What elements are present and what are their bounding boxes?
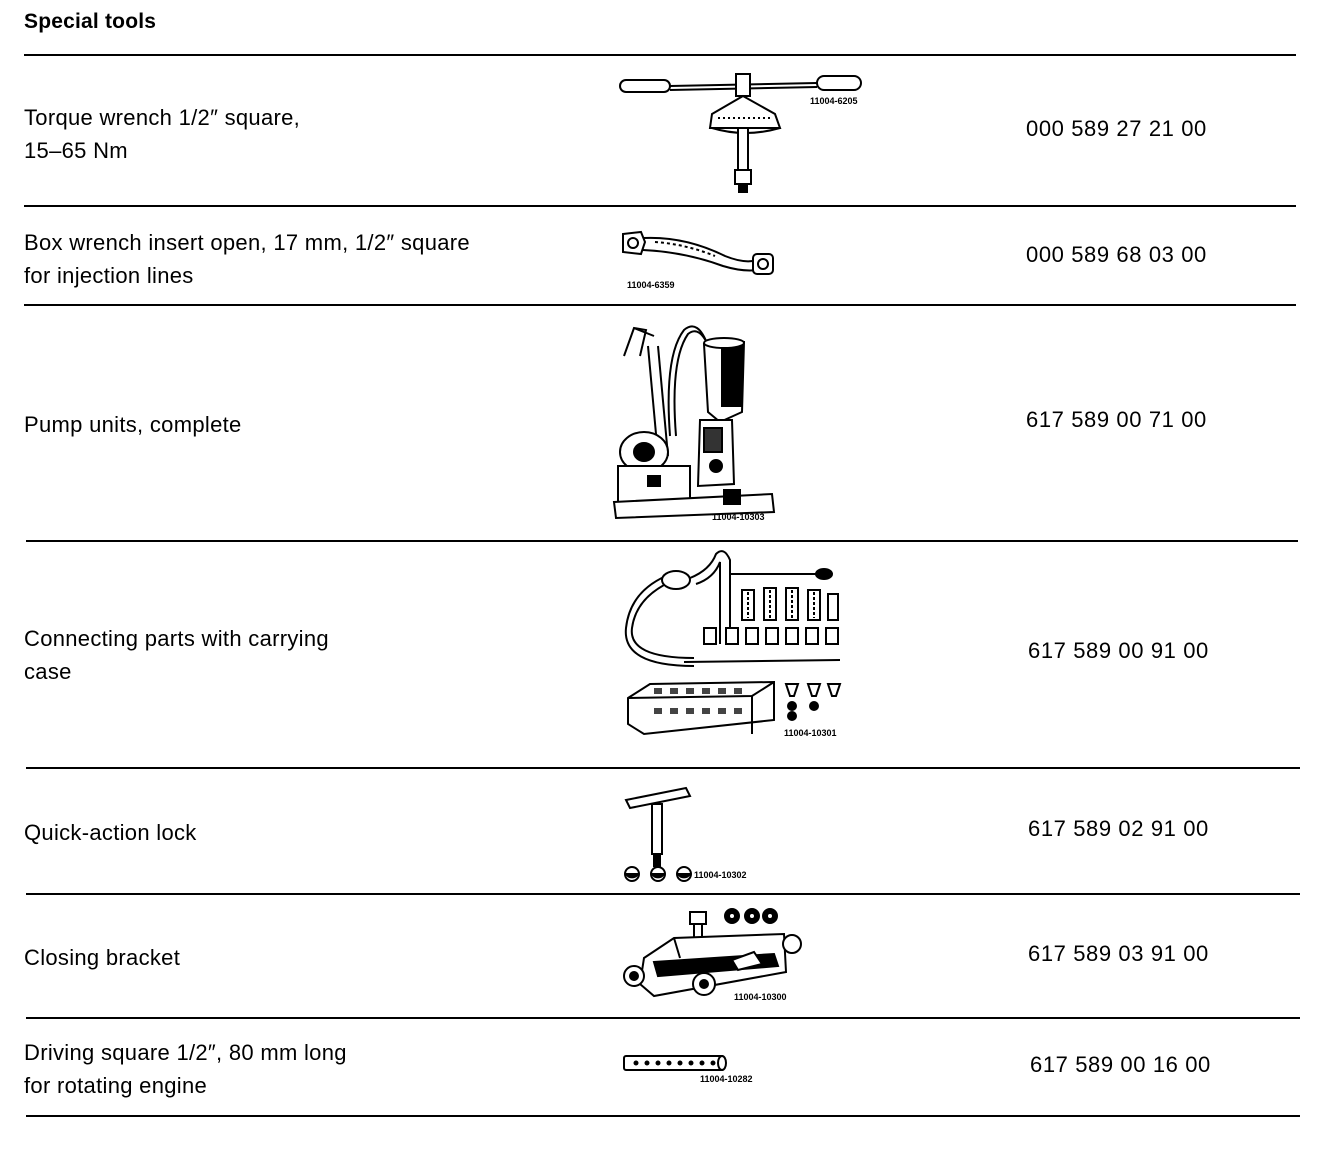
- part-number: 617 589 00 16 00: [1030, 1052, 1211, 1077]
- tool-description: Box wrench insert open, 17 mm, 1/2″ squa…: [24, 226, 470, 292]
- closing-bracket-icon: 11004-10300: [623, 908, 802, 1002]
- table-divider: [26, 1115, 1300, 1117]
- page-title: Special tools: [24, 10, 157, 33]
- tool-description: Pump units, complete: [24, 408, 242, 441]
- table-divider: [26, 1017, 1300, 1019]
- description-line: Connecting parts with carrying: [24, 626, 329, 651]
- tool-description: Closing bracket: [24, 941, 180, 974]
- description-line: for rotating engine: [24, 1073, 208, 1098]
- table-divider: [26, 893, 1300, 895]
- figure-number: 11004-10303: [712, 512, 765, 522]
- figure-number: 11004-6359: [627, 280, 675, 290]
- description-line: Torque wrench 1/2″ square,: [24, 105, 301, 130]
- description-line: Quick-action lock: [24, 820, 197, 845]
- t-handle-lock-icon: 11004-10302: [624, 786, 747, 882]
- description-line: Driving square 1/2″, 80 mm long: [24, 1040, 347, 1065]
- figure-number: 11004-10282: [700, 1074, 753, 1084]
- figure-number: 11004-6205: [810, 96, 858, 106]
- table-divider: [24, 205, 1296, 207]
- table-divider: [26, 767, 1300, 769]
- part-number: 617 589 00 91 00: [1028, 638, 1209, 663]
- tool-description: Driving square 1/2″, 80 mm long for rota…: [24, 1036, 347, 1102]
- part-number: 617 589 03 91 00: [1028, 941, 1209, 966]
- figure-number: 11004-10301: [784, 728, 837, 738]
- description-line: Pump units, complete: [24, 412, 242, 437]
- figure-number: 11004-10300: [734, 992, 787, 1002]
- table-divider: [24, 54, 1296, 56]
- tool-description: Connecting parts with carrying case: [24, 622, 329, 688]
- driving-square-icon: 11004-10282: [623, 1055, 753, 1084]
- pump-unit-icon: 11004-10303: [612, 325, 776, 522]
- connecting-parts-case-icon: 11004-10301: [624, 550, 842, 738]
- box-wrench-icon: 11004-6359: [622, 230, 774, 290]
- table-divider: [24, 304, 1296, 306]
- description-line: for injection lines: [24, 263, 194, 288]
- part-number: 000 589 68 03 00: [1026, 242, 1207, 267]
- part-number: 000 589 27 21 00: [1026, 116, 1207, 141]
- table-divider: [26, 540, 1298, 542]
- tool-description: Quick-action lock: [24, 816, 197, 849]
- figure-number: 11004-10302: [694, 870, 747, 880]
- description-line: 15–65 Nm: [24, 138, 128, 163]
- part-number: 617 589 00 71 00: [1026, 407, 1207, 432]
- description-line: Closing bracket: [24, 945, 181, 970]
- tool-description: Torque wrench 1/2″ square, 15–65 Nm: [24, 101, 300, 167]
- torque-wrench-icon: 11004-6205: [619, 73, 862, 193]
- description-line: Box wrench insert open, 17 mm, 1/2″ squa…: [24, 230, 470, 255]
- description-line: case: [24, 659, 72, 684]
- part-number: 617 589 02 91 00: [1028, 816, 1209, 841]
